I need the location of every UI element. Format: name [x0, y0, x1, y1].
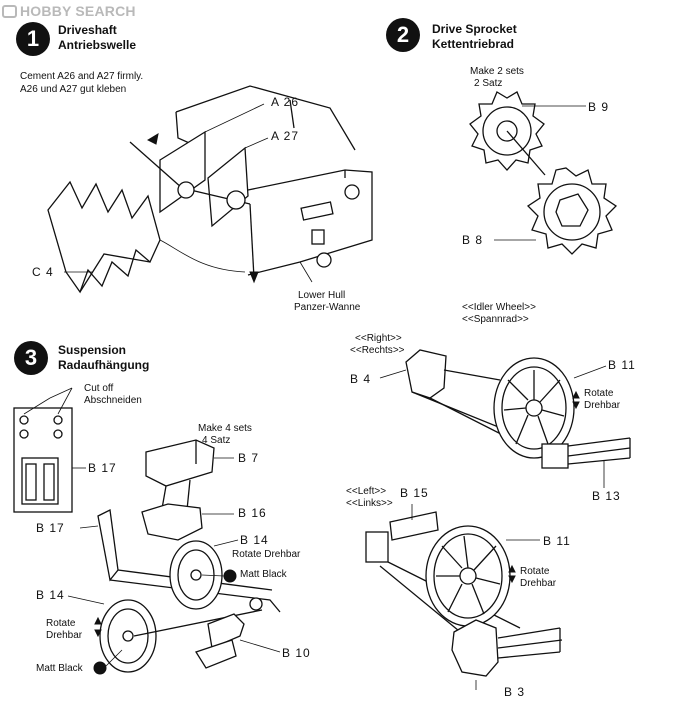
part-label-b7: B 7 [238, 451, 260, 465]
suspension-drawing [13, 387, 281, 675]
part-label-b9: B 9 [588, 100, 610, 114]
left-label-de-text: Links [357, 498, 382, 509]
part-label-a26: A 26 [271, 95, 300, 109]
part-label-b10: B 10 [282, 646, 311, 660]
step-2-number: 2 [386, 18, 420, 52]
watermark-logo-icon [2, 4, 17, 18]
part-label-b4: B 4 [350, 372, 372, 386]
make-4-sets-de: 4 Satz [202, 435, 231, 446]
matt-black-lower: Matt Black [36, 663, 83, 674]
right-label-de: <<Rechts>> [350, 345, 405, 356]
make-2-sets-en: Make 2 sets [470, 66, 524, 77]
part-label-b8: B 8 [462, 233, 484, 247]
part-label-b14-right: B 14 [240, 533, 269, 547]
step-3-title: Suspension Radaufhängung [58, 343, 149, 373]
make-4-sets-en: Make 4 sets [198, 423, 252, 434]
rotate-inline: Rotate Drehbar [232, 549, 301, 560]
matt-black-upper: Matt Black [240, 569, 287, 580]
left-label-de: <<Links>> [346, 498, 393, 509]
part-label-b17-bottom: B 17 [36, 521, 65, 535]
part-label-b11-right: B 11 [608, 358, 636, 372]
step-2-title-de: Kettentriebrad [432, 37, 515, 51]
part-label-b3: B 3 [504, 685, 526, 699]
step-1-number: 1 [16, 22, 50, 56]
right-label-en-text: Right [366, 333, 391, 344]
idler-right-drawing [379, 349, 631, 488]
make-2-sets-de: 2 Satz [474, 78, 503, 89]
part-label-b13: B 13 [592, 489, 621, 503]
cement-note-en: Cement A26 and A27 firmly. [20, 71, 144, 82]
rotate-de-right: Drehbar [584, 400, 621, 411]
step-1-title: Driveshaft Antriebswelle [58, 23, 136, 53]
idler-left-drawing [365, 504, 563, 690]
step-3-title-de: Radaufhängung [58, 358, 150, 372]
cement-note-de: A26 und A27 gut kleben [20, 84, 127, 95]
step-2-title: Drive Sprocket Kettentriebrad [432, 22, 517, 52]
part-label-b17-top: B 17 [88, 461, 117, 475]
rotate-en-lower: Rotate [46, 618, 76, 629]
cut-off-en: Cut off [84, 383, 114, 394]
step-2-title-en: Drive Sprocket [432, 22, 517, 36]
left-label-en-text: Left [357, 486, 375, 497]
part-label-b16: B 16 [238, 506, 267, 520]
idler-wheel-de-text: Spannrad [473, 314, 518, 325]
watermark-text: HOBBY SEARCH [20, 3, 136, 19]
sprocket-drawing [469, 91, 618, 255]
idler-wheel-en-text: Idler Wheel [473, 302, 525, 313]
driveshaft-drawing [47, 85, 373, 294]
left-label-en: <<Left>> [346, 486, 387, 497]
part-label-b15: B 15 [400, 486, 429, 500]
step-3-number: 3 [14, 341, 48, 375]
step-3-title-en: Suspension [58, 343, 127, 357]
rotate-en-right: Rotate [584, 388, 614, 399]
part-label-b14-left: B 14 [36, 588, 65, 602]
right-label-en: <<Right>> [355, 333, 402, 344]
part-label-b11-left: B 11 [543, 534, 571, 548]
step-1-title-en: Driveshaft [58, 23, 117, 37]
step-1-title-de: Antriebswelle [58, 38, 137, 52]
idler-wheel-en: <<Idler Wheel>> [462, 302, 536, 313]
rotate-en-left: Rotate [520, 566, 550, 577]
part-label-a27: A 27 [271, 129, 300, 143]
part-label-c4: C 4 [32, 265, 54, 279]
lower-hull-de: Panzer-Wanne [294, 302, 361, 313]
idler-wheel-de: <<Spannrad>> [462, 314, 529, 325]
cut-off-de: Abschneiden [84, 395, 142, 406]
lower-hull-en: Lower Hull [298, 290, 346, 301]
watermark: HOBBY SEARCH [2, 3, 136, 19]
rotate-de-left: Drehbar [520, 578, 557, 589]
right-label-de-text: Rechts [361, 345, 393, 356]
rotate-de-lower: Drehbar [46, 630, 83, 641]
